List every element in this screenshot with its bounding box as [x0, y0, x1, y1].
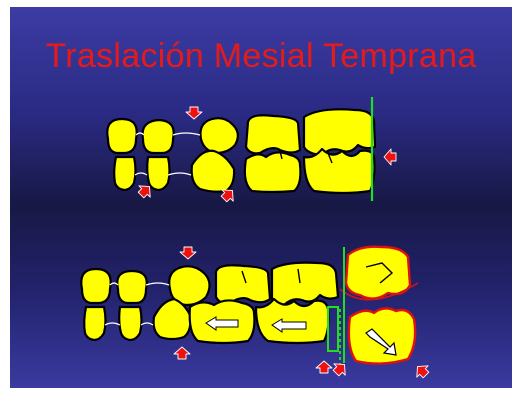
- lower-dental-arch: [81, 247, 431, 381]
- red-block-arrow-icon: [180, 247, 196, 259]
- red-block-arrow-icon: [412, 361, 432, 381]
- upper-premolar: [216, 265, 270, 303]
- lower-canine: [192, 151, 234, 192]
- lower-premolar: [245, 152, 301, 192]
- lower-incisor-2: [147, 157, 169, 190]
- upper-premolar: [246, 115, 300, 153]
- upper-molar-outlined: [346, 247, 410, 299]
- red-block-arrow-icon: [316, 361, 332, 373]
- red-block-arrow-icon: [174, 347, 190, 359]
- red-block-arrow-icon: [330, 359, 350, 379]
- red-block-arrow-icon: [384, 149, 396, 165]
- lower-incisor-1: [114, 157, 135, 190]
- lower-molar-outlined: [349, 308, 415, 363]
- lower-molar: [256, 299, 329, 343]
- upper-canine: [200, 118, 237, 153]
- upper-molar: [272, 263, 338, 305]
- upper-molar: [304, 109, 375, 155]
- upper-incisor-1: [107, 119, 136, 153]
- step-line: [328, 307, 338, 351]
- upper-incisor-1: [81, 269, 110, 303]
- red-block-arrow-icon: [186, 107, 202, 119]
- upper-incisor-2: [117, 271, 146, 303]
- lower-incisor-1: [84, 307, 105, 340]
- lower-molar: [304, 149, 375, 193]
- upper-dental-arch: [107, 97, 396, 205]
- dental-diagram: [10, 7, 512, 388]
- upper-incisor-2: [143, 120, 174, 153]
- slide: Traslación Mesial Temprana: [10, 7, 512, 388]
- lower-incisor-2: [119, 307, 141, 340]
